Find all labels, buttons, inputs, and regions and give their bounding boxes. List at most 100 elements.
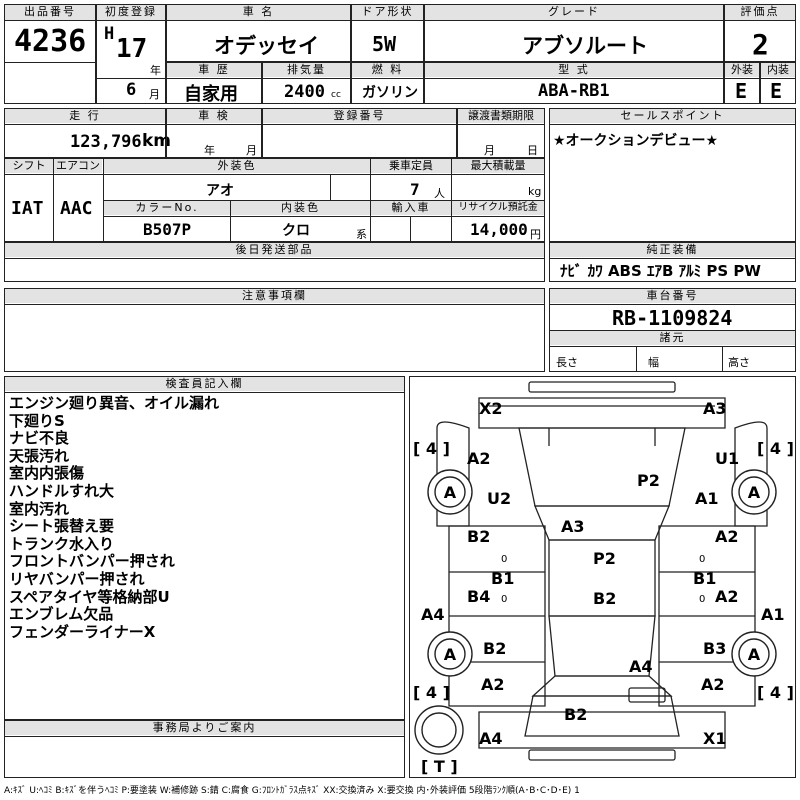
grade-box [424, 4, 724, 62]
import-label: 輸入車 [371, 201, 451, 215]
door-box [351, 4, 424, 62]
inspector-note-line: ナビ不良 [9, 429, 70, 448]
interior-label: 内装 [761, 63, 795, 77]
displacement: 2400 [284, 82, 325, 102]
spec-label: 諸元 [550, 331, 795, 345]
registration-number-box [262, 108, 457, 158]
displacement-box [262, 62, 351, 104]
recycle-label: リサイクル預託金 [452, 201, 544, 215]
inspector-note-line: スペアタイヤ等格納部U [9, 587, 170, 606]
inspection-label: 車 検 [167, 109, 261, 123]
displacement-label: 排気量 [263, 63, 350, 77]
tire-mark-rr: A [748, 645, 761, 664]
small-mark-1: 0 [501, 554, 507, 565]
car-name: オデッセイ [214, 34, 319, 58]
caution-label: 注意事項欄 [5, 289, 544, 303]
lot-number-label: 出品番号 [5, 5, 95, 20]
mark-fr-fender: U1 [715, 449, 739, 468]
inspector-note-line: エンジン廻り異音、オイル漏れ [9, 394, 220, 412]
first-registration-label: 初度登録 [97, 5, 165, 20]
exterior-grade: E [735, 79, 748, 103]
inspector-note-line: フェンダーライナーX [9, 622, 156, 641]
grade: アブソルート [522, 34, 648, 58]
tire-mark-rl: A [444, 645, 457, 664]
mark-b-pillar-right: B1 [693, 569, 716, 588]
mark-fl-door-top: U2 [487, 489, 511, 508]
sales-point-label: セールスポイント [550, 109, 795, 123]
equipment-box [549, 242, 796, 282]
first-registration-box [96, 4, 166, 104]
small-mark-2: 0 [501, 594, 507, 605]
tire-depth-fl: [ 4 ] [413, 439, 450, 458]
mark-trunk: A4 [629, 657, 653, 676]
door-label: ドア形状 [352, 5, 423, 20]
shift-label: シフト [5, 159, 53, 173]
transfer-deadline-label: 譲渡書類期限 [458, 109, 544, 123]
length-label: 長さ [556, 356, 578, 369]
score-box [724, 4, 796, 62]
mark-roof: P2 [593, 549, 616, 568]
transfer-deadline-box [457, 108, 545, 158]
inspector-note-line: フロントバンパー押され [9, 552, 175, 571]
office-box [4, 720, 405, 778]
exterior-box [724, 62, 760, 104]
history-box [166, 62, 262, 104]
sales-point: ★オークションデビュー★ [553, 133, 719, 149]
equipment-label: 純正装備 [550, 243, 795, 257]
mark-front-left: X2 [479, 399, 502, 418]
inspection-year-unit: 年 [204, 144, 215, 157]
sales-point-box [549, 108, 796, 242]
inspection-box [166, 108, 262, 158]
mileage-unit: km [142, 131, 172, 151]
capacity-unit: 人 [434, 187, 445, 200]
registration-year: 17 [116, 34, 148, 64]
inspector-note-line: ハンドルすれ大 [9, 481, 115, 500]
mark-roof-rear: B2 [593, 589, 616, 608]
car-name-box [166, 4, 351, 62]
car-name-label: 車 名 [167, 5, 350, 20]
tire-depth-rr: [ 4 ] [757, 683, 794, 702]
car-damage-diagram: [ 4 ] [ 4 ] [ 4 ] [ 4 ] [ T ] A A A A X2… [413, 381, 794, 776]
color-number: B507P [143, 220, 192, 239]
mark-rr-fender: B3 [703, 639, 726, 658]
grade-label: グレード [425, 5, 723, 20]
chassis-label: 車台番号 [550, 289, 795, 303]
air-conditioner: AAC [60, 198, 93, 219]
damage-diagram-box [409, 376, 796, 778]
history-label: 車 歴 [167, 63, 261, 77]
equipment: ﾅﾋﾞ ｶﾜ ABS ｴｱB ｱﾙﾐ PS PW [560, 262, 761, 280]
inspector-note-line: 天張汚れ [9, 446, 70, 465]
load-unit: kg [528, 185, 542, 198]
model-label: 型 式 [425, 63, 723, 77]
inspector-label: 検査員記入欄 [5, 377, 404, 391]
legend: A:ｷｽﾞ U:ﾍｺﾐ B:ｷｽﾞを伴うﾍｺﾐ P:要塗装 W:補修跡 S:錆 … [4, 786, 580, 796]
exterior-color: アオ [206, 183, 234, 199]
small-mark-4: 0 [699, 594, 705, 605]
load-label: 最大積載量 [452, 159, 544, 173]
transfer-day-unit: 日 [527, 144, 538, 157]
mileage: 123,796 [70, 132, 142, 152]
tire-depth-fr: [ 4 ] [757, 439, 794, 458]
mark-rl-door: B4 [467, 587, 490, 606]
recycle-fee: 14,000 [470, 220, 528, 239]
history: 自家用 [184, 84, 238, 105]
mark-left-side: A4 [421, 605, 445, 624]
mark-rr-door: A2 [715, 587, 739, 606]
mark-rear-left: A4 [479, 729, 503, 748]
mark-rr-quarter: A2 [701, 675, 725, 694]
mark-windshield: A3 [561, 517, 585, 536]
mileage-label: 走 行 [5, 109, 165, 123]
tire-mark-fl: A [444, 483, 457, 502]
shift: IAT [11, 198, 44, 219]
later-parts-box [4, 242, 545, 282]
lot-number-box [4, 4, 96, 104]
mark-b-pillar-left: B1 [491, 569, 514, 588]
office-label: 事務局よりご案内 [5, 721, 404, 735]
mark-rear-bumper-top: B2 [564, 705, 587, 724]
model: ABA-RB1 [538, 81, 610, 101]
fuel: ガソリン [362, 85, 418, 101]
displacement-unit: cc [331, 90, 341, 100]
model-box [424, 62, 724, 104]
caution-box [4, 288, 545, 372]
